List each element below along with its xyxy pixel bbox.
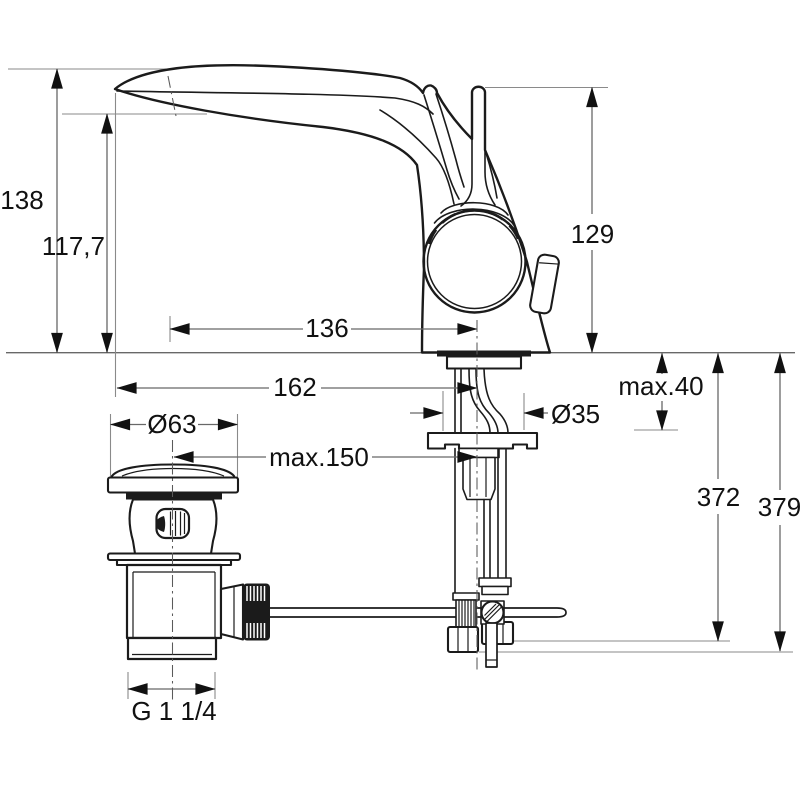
faucet-silhouette — [113, 64, 552, 354]
waste-body-cylinder — [125, 563, 223, 640]
dim-outlet-projection-label: 136 — [305, 313, 348, 343]
waste-knurled-nut — [243, 583, 270, 641]
dim-overall-height-label: 138 — [0, 185, 43, 215]
dim-shank-diameter: Ø35 — [410, 399, 600, 429]
lever-pin-right-edge — [484, 150, 496, 206]
waste-window-ball — [155, 516, 166, 532]
supply-hoses-upper — [468, 368, 509, 434]
dim-handle-height-label: 129 — [571, 219, 614, 249]
dim-spout-height-label: 117,7 — [42, 231, 105, 261]
dim-waste-thread: G 1 1/4 — [127, 683, 217, 726]
hose-collar-2 — [481, 585, 509, 596]
handle-horn-right-edge — [435, 93, 465, 188]
dim-waste-thread-label: G 1 1/4 — [131, 696, 216, 726]
faucet-body — [113, 64, 560, 370]
dim-max-deck-thickness: max.40 — [618, 352, 704, 431]
dim-spout-height: 117,7 — [42, 113, 113, 354]
under-counter-assembly — [426, 368, 539, 668]
dim-max-deck-label: max.40 — [618, 371, 703, 401]
handle-horn-left-edge — [423, 94, 460, 200]
dim-handle-height: 129 — [571, 86, 614, 354]
pivot-dome-arc-1 — [440, 201, 509, 216]
vertical-pull-rod — [485, 622, 498, 668]
dim-shank-diameter-label: Ø35 — [551, 399, 600, 429]
dim-waste-flange-label: Ø63 — [147, 409, 196, 439]
dim-outlet-projection: 136 — [169, 313, 478, 343]
faucet-detail-lines — [116, 90, 516, 227]
lever-pin-left-edge — [460, 139, 473, 207]
handle-mid-line — [116, 90, 434, 115]
mounting-nut — [458, 447, 500, 501]
dim-max-rod-label: max.150 — [269, 442, 369, 472]
spout-outlet-mark — [167, 75, 177, 117]
mounting-washer — [426, 431, 539, 450]
linkage-collar — [452, 592, 480, 601]
waste-flange-gasket — [126, 492, 222, 500]
dim-waste-flange-diameter: Ø63 — [109, 409, 239, 439]
supply-hoses-lower — [454, 447, 507, 594]
faucet-shank — [454, 368, 462, 434]
dim-overall-height: 138 — [0, 68, 63, 354]
hose-collar-1 — [478, 577, 512, 588]
popup-rod — [267, 607, 567, 618]
dim-rod-length-label: 379 — [758, 492, 800, 522]
dim-overall-projection-label: 162 — [273, 372, 316, 402]
waste-window-grill — [169, 511, 186, 536]
dim-hose-length-label: 372 — [697, 482, 740, 512]
dim-rod-length: 379 — [758, 352, 800, 652]
dim-max-rod-projection: max.150 — [173, 442, 478, 472]
dim-overall-projection: 162 — [116, 372, 478, 402]
base-collar — [445, 355, 523, 370]
dimensions: 138 117,7 129 136 162 max.40 — [0, 68, 800, 726]
centerlines — [167, 75, 478, 700]
threaded-linkage-rod — [455, 599, 477, 628]
cartridge-ring-inner — [426, 213, 523, 310]
body-right-inner — [485, 152, 498, 199]
body-front-line — [379, 109, 455, 205]
cartridge-dashed-arc — [427, 208, 522, 245]
base-gasket — [437, 350, 531, 357]
side-tab — [529, 253, 560, 315]
waste-side-port — [219, 583, 245, 641]
dim-hose-length: 372 — [697, 352, 740, 642]
rod-screw-joint — [480, 600, 505, 625]
hex-nut-left — [446, 625, 480, 654]
